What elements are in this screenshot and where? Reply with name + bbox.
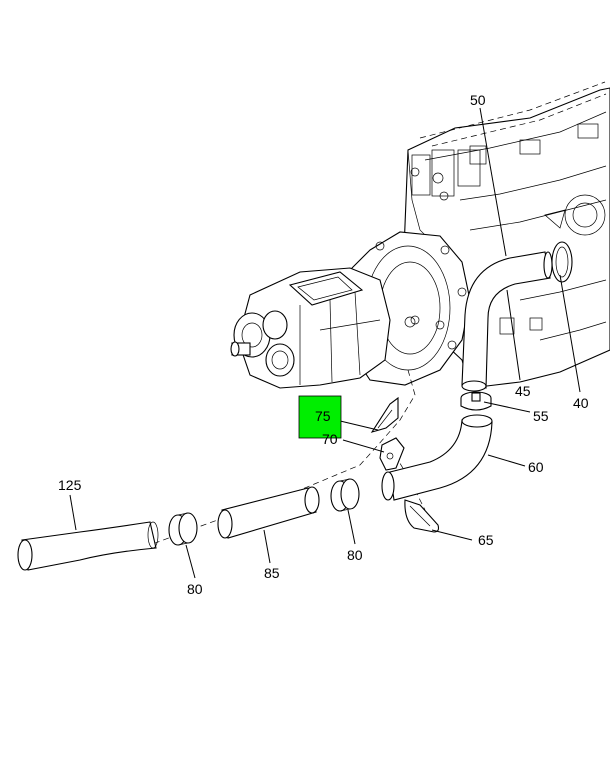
callout-85[interactable]: 85: [264, 565, 280, 581]
callout-125[interactable]: 125: [58, 477, 82, 493]
callout-75[interactable]: 75: [315, 408, 331, 424]
hanger-strap-65: [404, 499, 440, 533]
callout-80-left[interactable]: 80: [187, 581, 203, 597]
bracket-75: [370, 396, 399, 433]
callout-45[interactable]: 45: [515, 383, 531, 399]
pipe-elbow-lower: [381, 414, 493, 501]
tail-pipe-125: [17, 521, 159, 571]
clamp-80-right: [330, 478, 360, 512]
callout-80-right[interactable]: 80: [347, 547, 363, 563]
leader-lines: [69, 107, 581, 579]
clamp-ring-40: [551, 241, 573, 283]
bracket-70: [379, 437, 405, 471]
callout-50[interactable]: 50: [470, 92, 486, 108]
callout-40[interactable]: 40: [573, 395, 589, 411]
pipe-straight-85: [217, 486, 320, 539]
transmission: [230, 267, 420, 389]
callout-60[interactable]: 60: [528, 459, 544, 475]
callout-65[interactable]: 65: [478, 532, 494, 548]
clamp-55: [460, 391, 492, 411]
callout-70[interactable]: 70: [322, 431, 338, 447]
clamp-80-left: [168, 512, 198, 546]
pipe-elbow-upper: [461, 251, 553, 392]
callout-labels: 50 45 40 55 75 70 60 125 65 80 80 85: [58, 92, 589, 597]
highlight-box[interactable]: [298, 395, 342, 439]
callout-55[interactable]: 55: [533, 408, 549, 424]
assembly-centerline: [149, 369, 416, 546]
